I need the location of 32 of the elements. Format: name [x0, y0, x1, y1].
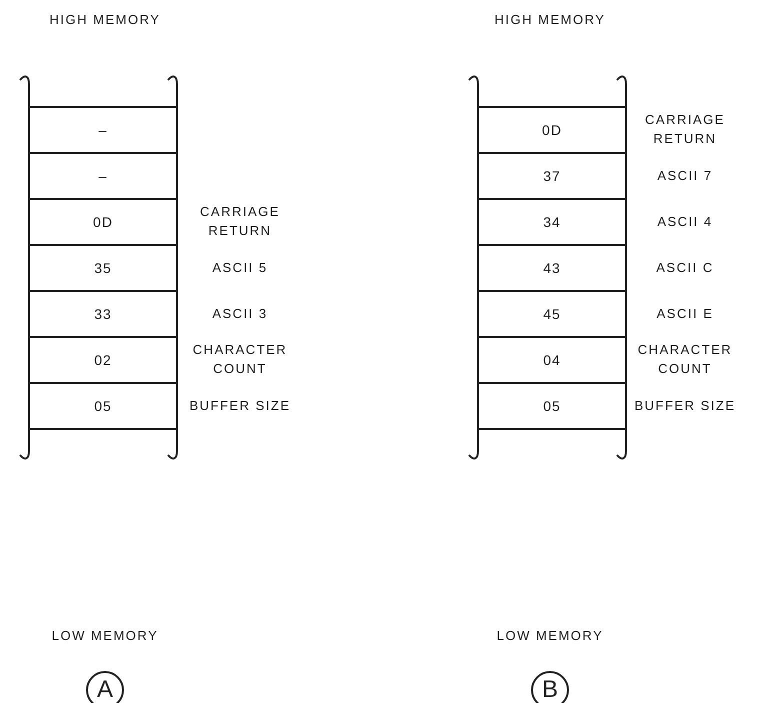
- cell-annotation: CHARACTER COUNT: [192, 341, 288, 378]
- memory-cell: –: [28, 106, 178, 154]
- low-memory-label: LOW MEMORY: [50, 627, 160, 645]
- memory-cell: 05: [28, 382, 178, 430]
- memory-cell: 0D: [477, 106, 627, 154]
- cell-annotation: CARRIAGE RETURN: [644, 111, 726, 148]
- cell-annotation: ASCII C: [656, 258, 714, 277]
- cell-annotation: BUFFER SIZE: [634, 396, 736, 415]
- cell-annotation: ASCII 4: [657, 212, 713, 231]
- cell-annotation: ASCII 7: [657, 166, 713, 185]
- cell-annotation: ASCII E: [656, 304, 714, 323]
- memory-cell: 0D: [28, 198, 178, 246]
- memory-cell: 37: [477, 152, 627, 200]
- cell-annotation: ASCII 5: [212, 258, 268, 277]
- memory-cell: 02: [28, 336, 178, 384]
- panel-letter: A: [86, 671, 124, 703]
- panel-letter: B: [531, 671, 569, 703]
- high-memory-label: HIGH MEMORY: [48, 11, 162, 29]
- memory-cell: 43: [477, 244, 627, 292]
- memory-cell: 33: [28, 290, 178, 338]
- cell-annotation: CHARACTER COUNT: [636, 341, 734, 378]
- cell-annotation: BUFFER SIZE: [189, 396, 290, 415]
- memory-cell: 45: [477, 290, 627, 338]
- memory-cell: –: [28, 152, 178, 200]
- cell-annotation: CARRIAGE RETURN: [199, 203, 281, 240]
- memory-cell: 34: [477, 198, 627, 246]
- cell-annotation: ASCII 3: [212, 304, 268, 323]
- memory-cell: 05: [477, 382, 627, 430]
- high-memory-label: HIGH MEMORY: [494, 11, 606, 29]
- low-memory-label: LOW MEMORY: [496, 627, 604, 645]
- memory-cell: 35: [28, 244, 178, 292]
- memory-cell: 04: [477, 336, 627, 384]
